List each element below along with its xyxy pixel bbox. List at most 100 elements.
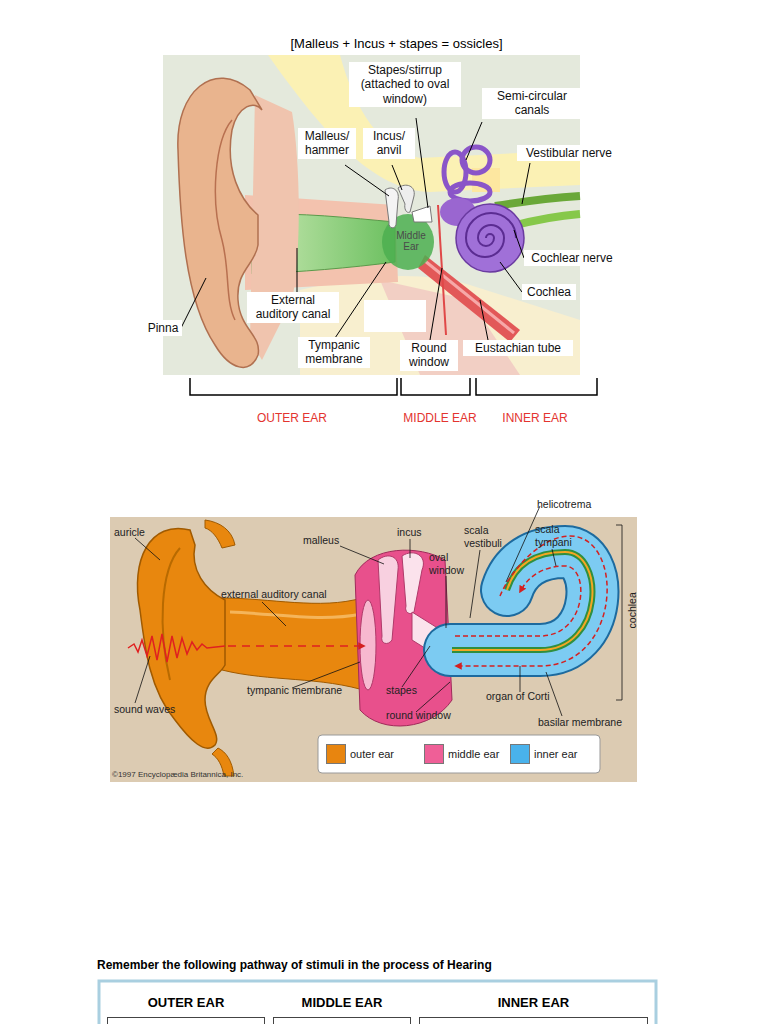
incus-bone [402, 553, 423, 614]
bracket [476, 378, 597, 395]
part-label: Cochlear nerve [524, 250, 620, 266]
part-label: organ of Corti [486, 690, 576, 703]
part-label: external auditory canal [221, 588, 371, 601]
leader-line [480, 300, 488, 340]
legend-text: inner ear [534, 748, 577, 760]
cochlea-bracket [616, 525, 622, 700]
leader-line [262, 602, 286, 626]
bracket [401, 378, 470, 395]
part-label: stapes [386, 684, 436, 697]
leader-line [402, 646, 430, 687]
blank-box [364, 300, 426, 332]
auditory-canal-shape [222, 598, 370, 692]
part-label: sound waves [114, 703, 194, 716]
leader-line [506, 506, 540, 582]
part-label: External auditory canal [247, 292, 339, 323]
leader-line [500, 262, 522, 292]
incus-bone [398, 185, 414, 212]
leader-line [392, 165, 402, 190]
pinna-fold [215, 120, 235, 320]
basilar-membrane-shape [452, 552, 592, 650]
leader-line [522, 163, 530, 204]
cochlea-shape [450, 552, 592, 650]
leader-line [180, 278, 206, 330]
region-label: Middle Ear [391, 231, 431, 252]
tympanic-membrane-shape [360, 600, 376, 690]
auricle-fold [163, 548, 180, 680]
leader-line [446, 576, 447, 628]
fluid-arrow [458, 536, 607, 666]
leader-line [135, 656, 150, 703]
leader-line [297, 248, 298, 292]
part-label: Cochlea [522, 284, 576, 300]
cochlea-shape [456, 204, 524, 272]
table-frame [99, 981, 656, 1024]
cochlea-outline [450, 552, 592, 650]
legend-swatch [424, 744, 444, 764]
part-label: Vestibular nerve [517, 145, 621, 161]
column-heading: OUTER EAR [108, 995, 264, 1010]
part-label: Malleus/ hammer [298, 128, 356, 159]
part-label: round window [386, 709, 466, 722]
part-label: Stapes/stirrup (attached to oval window) [349, 62, 461, 107]
part-label: Semi-circular canals [482, 88, 582, 119]
leader-line [416, 118, 428, 208]
region-label: MIDDLE EAR [390, 411, 490, 425]
region-brackets [190, 378, 597, 395]
part-label: scala tympani [535, 523, 581, 548]
part-label: helicotrema [537, 498, 627, 511]
legend-swatch [326, 744, 346, 764]
part-label: Eustachian tube [463, 340, 573, 356]
leader-line [470, 550, 480, 618]
part-label: Round window [400, 340, 458, 371]
column-heading: INNER EAR [420, 995, 647, 1010]
leader-line [552, 549, 556, 566]
column-heading: MIDDLE EAR [274, 995, 410, 1010]
legend-swatch [510, 744, 530, 764]
vestibular-nerve-shape [495, 196, 580, 206]
leader-line [416, 682, 450, 712]
leader-line [520, 666, 521, 692]
legend-box [318, 735, 600, 773]
part-label: malleus [303, 534, 363, 547]
sound-arrow [228, 645, 362, 647]
fluid-arrow [455, 566, 581, 636]
region-label: OUTER EAR [242, 411, 342, 425]
cochlear-nerve-shape [512, 214, 580, 226]
ear-schematic [110, 517, 637, 782]
part-label: cochlea [626, 576, 639, 644]
image-background [110, 517, 637, 782]
part-label: Tympanic membrane [298, 337, 370, 368]
legend-item: inner ear [510, 744, 577, 764]
pinna-shape [178, 78, 262, 367]
leader-line [410, 539, 411, 558]
part-label: Pinna [144, 320, 182, 336]
table-header-cell: INNER EAR [419, 1017, 648, 1024]
leader-line [466, 122, 482, 160]
leader-lines [180, 118, 530, 340]
section-heading: Remember the following pathway of stimul… [97, 958, 697, 972]
part-label: basilar membrane [538, 716, 636, 729]
organ-of-corti-shape [452, 552, 592, 650]
table-header-cell: MIDDLE EAR [273, 1017, 411, 1024]
legend-item: outer ear [326, 744, 394, 764]
part-label: auricle [114, 526, 174, 539]
region-label: INNER EAR [485, 411, 585, 425]
part-label: Incus/ anvil [363, 128, 415, 159]
canal-highlight [230, 612, 362, 617]
eustachian-tube-lumen [425, 261, 514, 333]
legend-item: middle ear [424, 744, 499, 764]
head-outline [205, 520, 235, 548]
malleus-bone [378, 556, 398, 644]
legend-text: outer ear [350, 748, 394, 760]
part-label: incus [397, 526, 437, 539]
leader-line [514, 230, 524, 258]
cochlea-spiral [466, 213, 516, 257]
leader-line [340, 546, 384, 564]
leader-line [345, 165, 389, 196]
bracket [190, 378, 397, 395]
heading: [Malleus + Incus + stapes = ossicles] [163, 36, 630, 51]
part-label: oval window [429, 551, 471, 576]
sound-wave [128, 634, 225, 662]
